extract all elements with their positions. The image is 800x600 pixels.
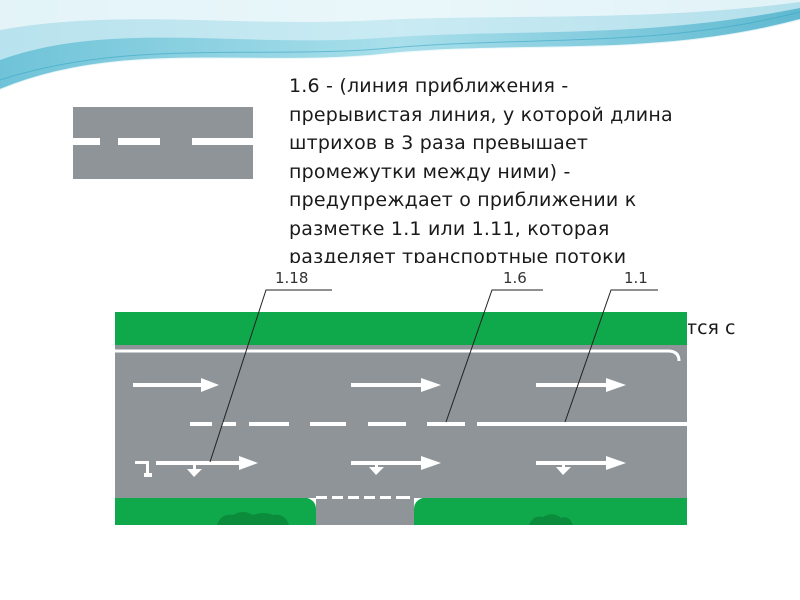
description-line: штрихов в 3 раза превышает — [289, 132, 589, 154]
description-line: 1.6 - (линия приближения - — [289, 75, 569, 97]
center-marking — [190, 422, 688, 426]
marking-1-6-swatch — [73, 107, 253, 179]
edge-line-top — [115, 349, 681, 362]
upper-lane-arrows — [133, 378, 626, 392]
label-1-6: 1.6 — [503, 269, 527, 287]
description-line: разделяет транспортные потоки — [289, 246, 627, 268]
description-tail-text: тся с — [686, 317, 736, 339]
label-1-18: 1.18 — [275, 269, 308, 287]
grass-bottom-right — [414, 497, 687, 525]
header-wave-decoration — [0, 0, 800, 91]
leader-1-6 — [445, 289, 543, 423]
description-line: прерывистая линия, у которой длина — [289, 103, 673, 126]
label-1-1: 1.1 — [624, 269, 648, 287]
description-line: предупреждает о приближении к — [289, 189, 637, 211]
lower-lane-arrows — [135, 456, 626, 477]
description-line: промежутки между ними) - — [289, 160, 571, 183]
road-marking-diagram: 1.18 1.6 1.1 — [113, 263, 688, 525]
leader-1-18 — [209, 289, 332, 463]
road-surface — [115, 345, 687, 497]
marking-1-6-description: 1.6 - (линия приближения - прерывистая л… — [289, 72, 759, 272]
side-road-marking-1-18 — [316, 496, 410, 499]
description-line: разметке 1.1 или 1.11, которая — [289, 217, 610, 240]
side-road — [316, 497, 414, 525]
leader-1-1 — [564, 289, 658, 423]
grass-top — [115, 312, 687, 345]
